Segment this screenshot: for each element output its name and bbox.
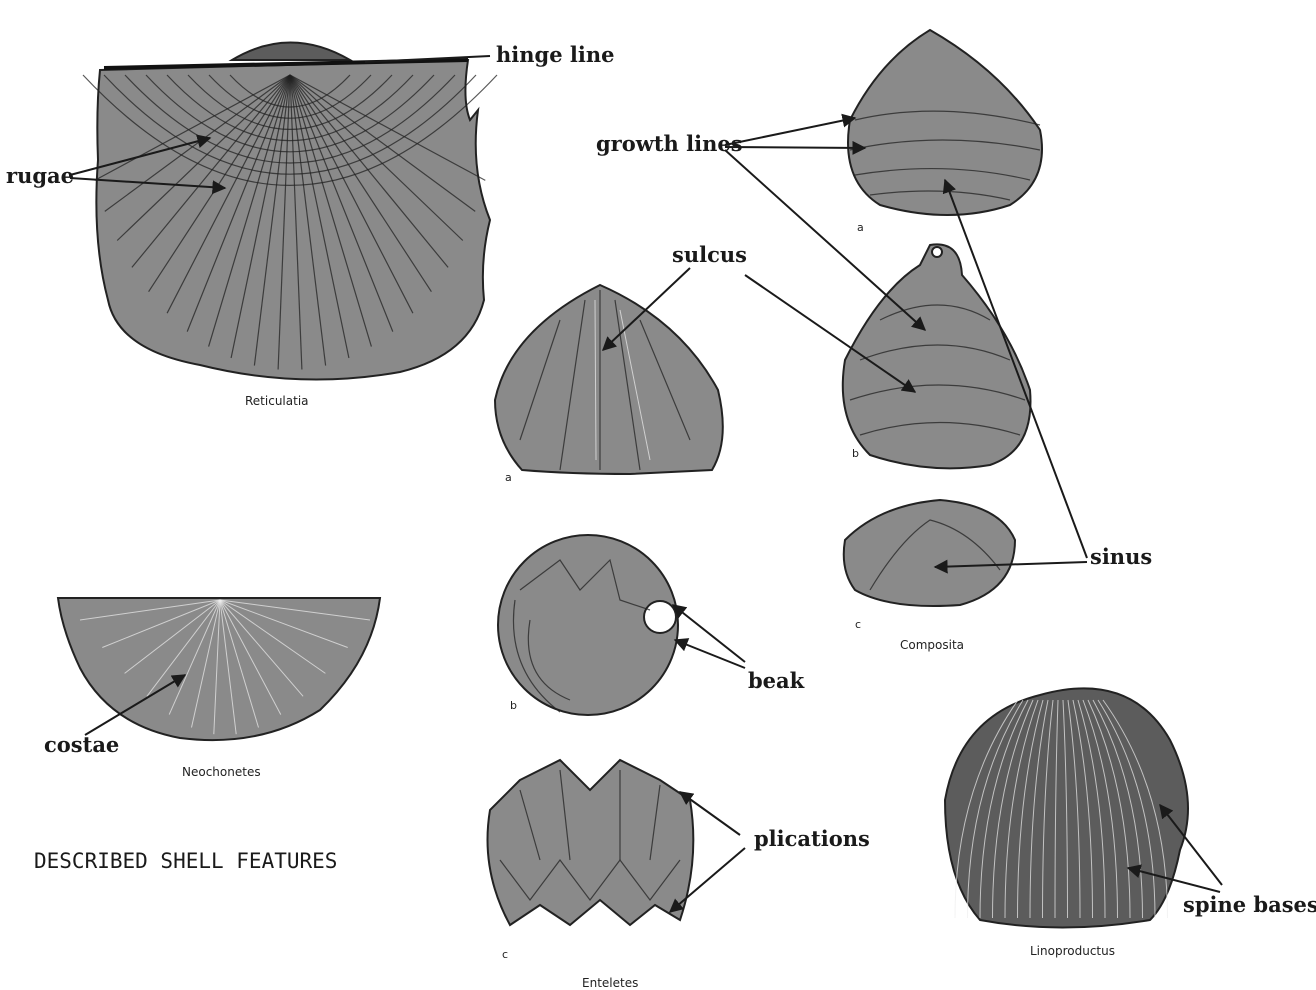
composita-a-shell xyxy=(848,30,1042,215)
label-sulcus: sulcus xyxy=(672,242,747,267)
view-letter-composita-c: c xyxy=(855,618,861,631)
composita-b-shell xyxy=(843,244,1031,468)
label-plications: plications xyxy=(754,826,870,851)
enteletes-a-shell xyxy=(495,285,723,474)
label-rugae: rugae xyxy=(6,163,74,188)
view-letter-composita-b: b xyxy=(852,447,859,460)
composita-c-shell xyxy=(844,500,1015,606)
label-sinus: sinus xyxy=(1090,544,1152,569)
label-costae: costae xyxy=(44,732,119,757)
enteletes-c-shell xyxy=(488,760,694,925)
diagram-title: DESCRIBED SHELL FEATURES xyxy=(34,849,337,873)
view-letter-composita-a: a xyxy=(857,221,864,234)
specimen-enteletes: Enteletes xyxy=(582,976,638,990)
view-letter-enteletes-c: c xyxy=(502,948,508,961)
label-spine-bases: spine bases xyxy=(1183,892,1316,917)
reticulatia-shell xyxy=(83,43,497,380)
view-letter-enteletes-a: a xyxy=(505,471,512,484)
specimen-composita: Composita xyxy=(900,638,964,652)
label-hinge-line: hinge line xyxy=(496,42,614,67)
enteletes-b-shell xyxy=(498,535,678,715)
specimen-reticulatia: Reticulatia xyxy=(245,394,309,408)
view-letter-enteletes-b: b xyxy=(510,699,517,712)
neochonetes-shell xyxy=(58,598,380,740)
specimen-linoproductus: Linoproductus xyxy=(1030,944,1115,958)
label-growth-lines: growth lines xyxy=(596,131,743,156)
linoproductus-shell xyxy=(945,688,1188,927)
label-beak: beak xyxy=(748,668,805,693)
specimen-neochonetes: Neochonetes xyxy=(182,765,261,779)
